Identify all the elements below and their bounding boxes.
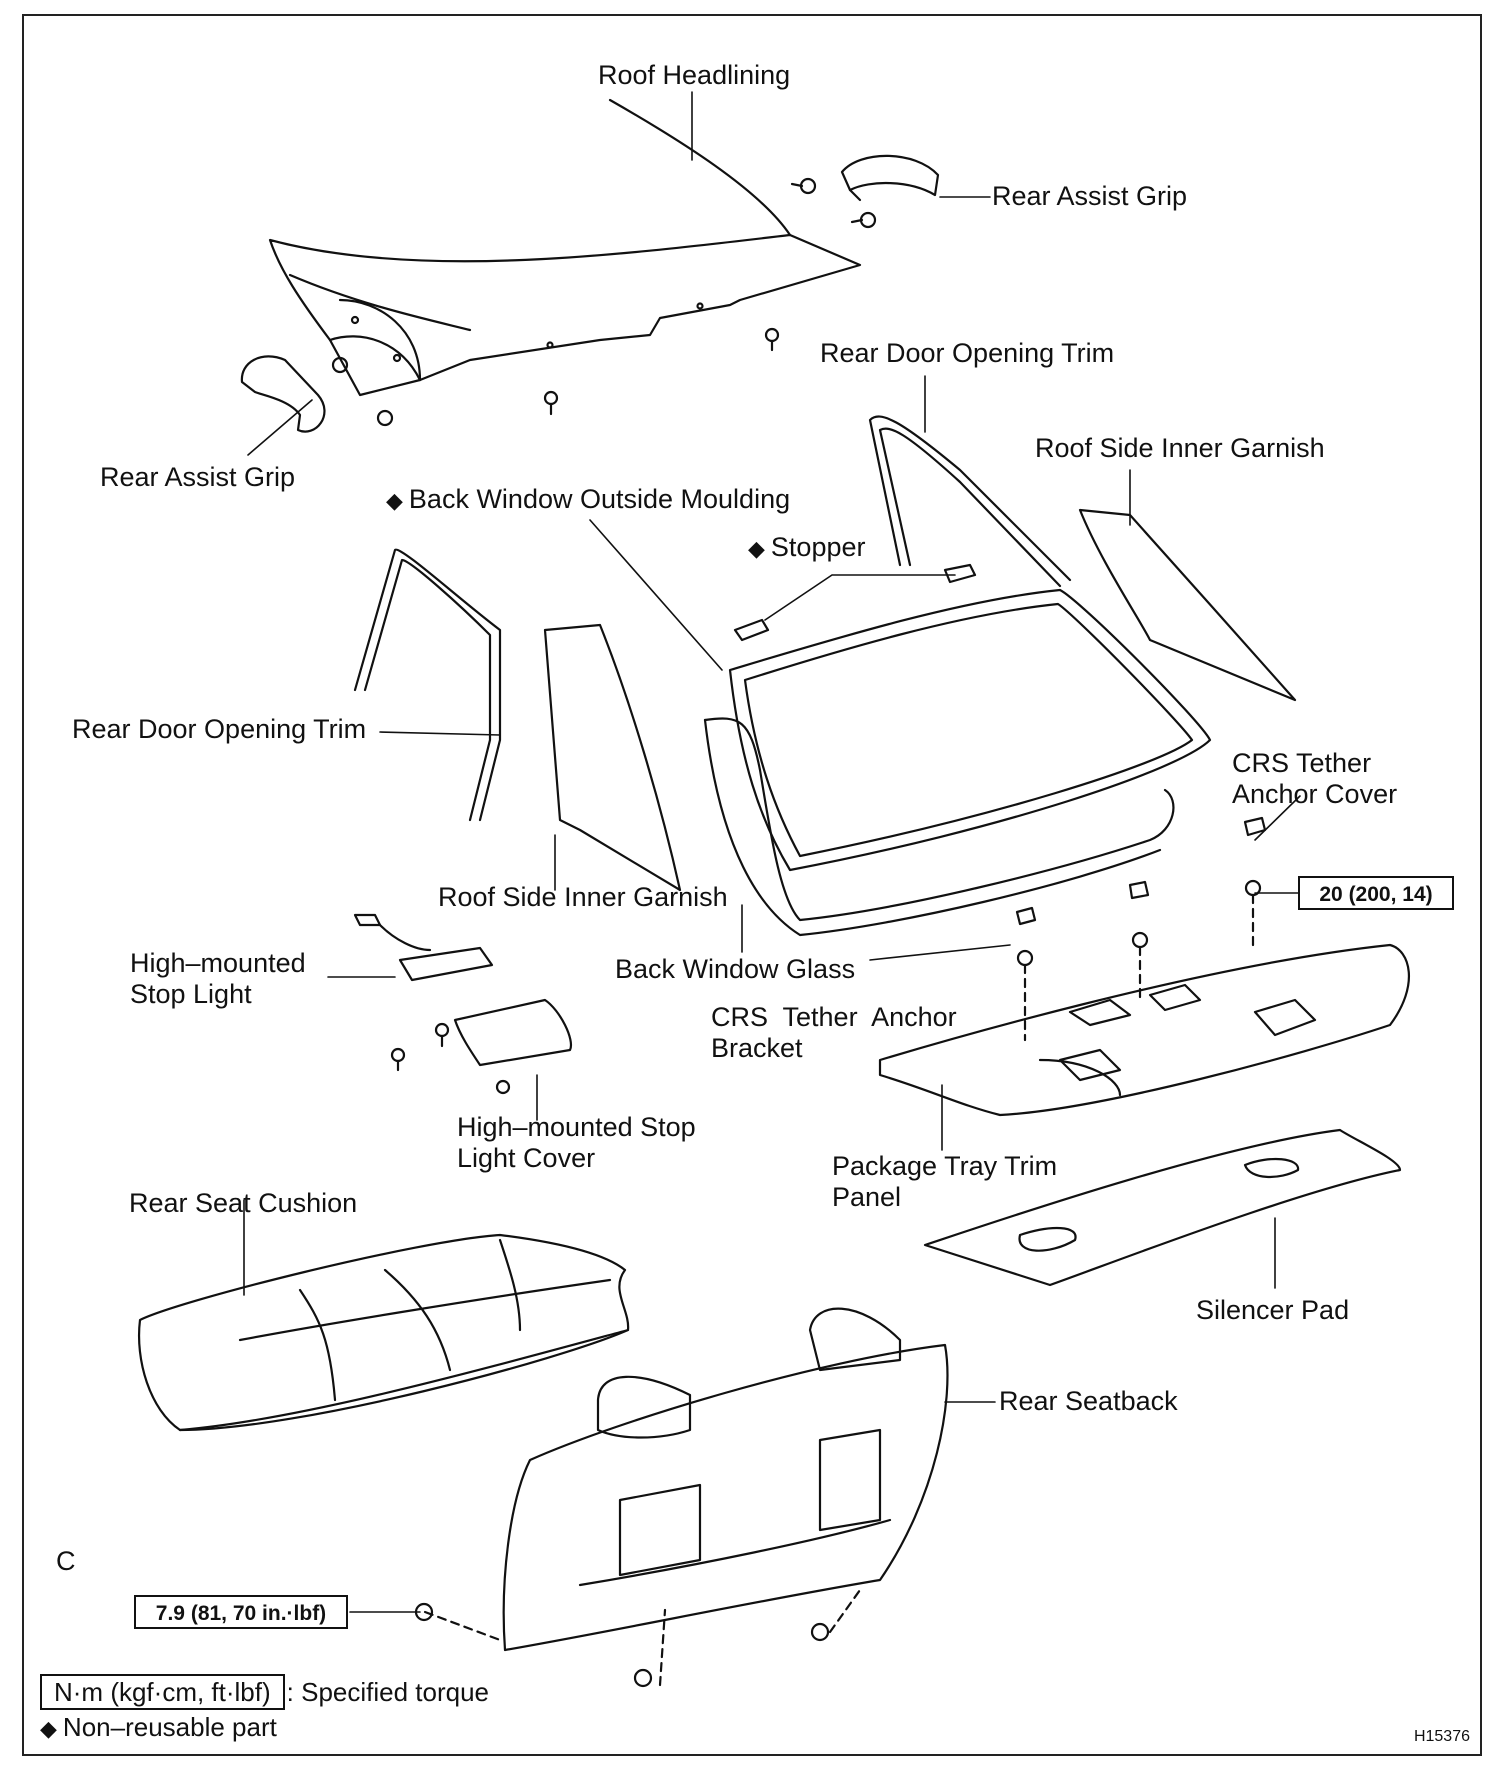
roof-headlining-drawing <box>268 98 862 397</box>
torque-box-seatback-bolt: 7.9 (81, 70 in.·lbf) <box>134 1595 348 1629</box>
legend-torque-row: N·m (kgf·cm, ft·lbf) : Specified torque <box>40 1674 489 1710</box>
label-roof-side-inner-garnish-right: Roof Side Inner Garnish <box>1035 433 1325 463</box>
legend: N·m (kgf·cm, ft·lbf) : Specified torque … <box>40 1674 489 1746</box>
legend-torque-desc: : Specified torque <box>286 1677 490 1707</box>
label-silencer-pad: Silencer Pad <box>1196 1295 1350 1325</box>
label-line-2: Anchor Cover <box>1232 779 1398 809</box>
label-crs-tether-anchor-bracket: CRS Tether Anchor Bracket <box>711 1002 957 1064</box>
non-reusable-symbol: ◆ <box>40 1716 57 1741</box>
legend-torque-unit-box: N·m (kgf·cm, ft·lbf) <box>40 1674 285 1710</box>
label-line-2: Stop Light <box>130 979 252 1009</box>
label-line-1: High–mounted <box>130 948 306 978</box>
rear-door-opening-trim-left-drawing <box>353 548 502 822</box>
drawing-id: H15376 <box>1413 1728 1470 1745</box>
label-rear-seatback: Rear Seatback <box>999 1386 1178 1416</box>
rear-door-opening-trim-right-drawing <box>868 415 1072 588</box>
fastener-screws <box>390 327 830 1688</box>
high-mounted-stop-light-cover-drawing <box>453 998 573 1067</box>
legend-non-reusable-row: ◆Non–reusable part <box>40 1710 489 1746</box>
label-rear-seat-cushion: Rear Seat Cushion <box>129 1188 358 1218</box>
label-line-1: High–mounted Stop <box>457 1112 696 1142</box>
label-high-mounted-stop-light: High–mounted Stop Light <box>130 948 306 1010</box>
label-line-1: CRS Tether Anchor <box>711 1002 957 1032</box>
crs-tether-anchor-drawing <box>1015 816 1267 1042</box>
diagram-frame <box>22 14 1482 1756</box>
roof-side-inner-garnish-left-drawing <box>543 623 682 892</box>
torque-box-anchor-bracket: 20 (200, 14) <box>1298 876 1454 910</box>
label-rear-assist-grip-right: Rear Assist Grip <box>992 181 1188 211</box>
rear-assist-grip-right-drawing <box>790 154 940 229</box>
non-reusable-symbol: ◆ <box>386 488 403 513</box>
non-reusable-symbol: ◆ <box>748 536 765 561</box>
roof-side-inner-garnish-right-drawing <box>1078 508 1297 702</box>
label-line-1: Package Tray Trim <box>832 1151 1058 1181</box>
rear-assist-grip-left-drawing <box>240 355 394 433</box>
label-rear-assist-grip-left: Rear Assist Grip <box>100 462 296 492</box>
package-tray-trim-panel-drawing <box>878 943 1411 1117</box>
stopper-drawing <box>733 563 977 642</box>
label-rear-door-opening-trim-left: Rear Door Opening Trim <box>72 714 367 744</box>
label-text: Stopper <box>770 532 866 562</box>
back-window-drawing <box>703 588 1212 937</box>
label-rear-door-opening-trim-right: Rear Door Opening Trim <box>820 338 1115 368</box>
label-high-mounted-stop-light-cover: High–mounted Stop Light Cover <box>457 1112 696 1174</box>
label-line-2: Light Cover <box>457 1143 596 1173</box>
label-stopper: ◆Stopper <box>748 532 866 564</box>
label-back-window-outside-moulding: ◆Back Window Outside Moulding <box>386 484 790 516</box>
label-package-tray-trim-panel: Package Tray Trim Panel <box>832 1151 1057 1213</box>
label-line-2: Panel <box>832 1182 902 1212</box>
label-roof-side-inner-garnish-left: Roof Side Inner Garnish <box>438 882 728 912</box>
legend-non-reusable-text: Non–reusable part <box>62 1712 277 1742</box>
label-line-2: Bracket <box>711 1033 803 1063</box>
silencer-pad-drawing <box>923 1128 1402 1287</box>
leader-lines <box>243 91 1301 1613</box>
view-letter: C <box>56 1546 76 1576</box>
rear-seat-cushion-drawing <box>138 1233 630 1432</box>
rear-seatback-drawing <box>423 1307 949 1687</box>
high-mounted-stop-light-drawing <box>353 913 494 982</box>
label-back-window-glass: Back Window Glass <box>615 954 856 984</box>
label-roof-headlining: Roof Headlining <box>598 60 791 90</box>
label-line-1: CRS Tether <box>1232 748 1372 778</box>
label-text: Back Window Outside Moulding <box>408 484 791 514</box>
label-crs-tether-anchor-cover: CRS Tether Anchor Cover <box>1232 748 1397 810</box>
